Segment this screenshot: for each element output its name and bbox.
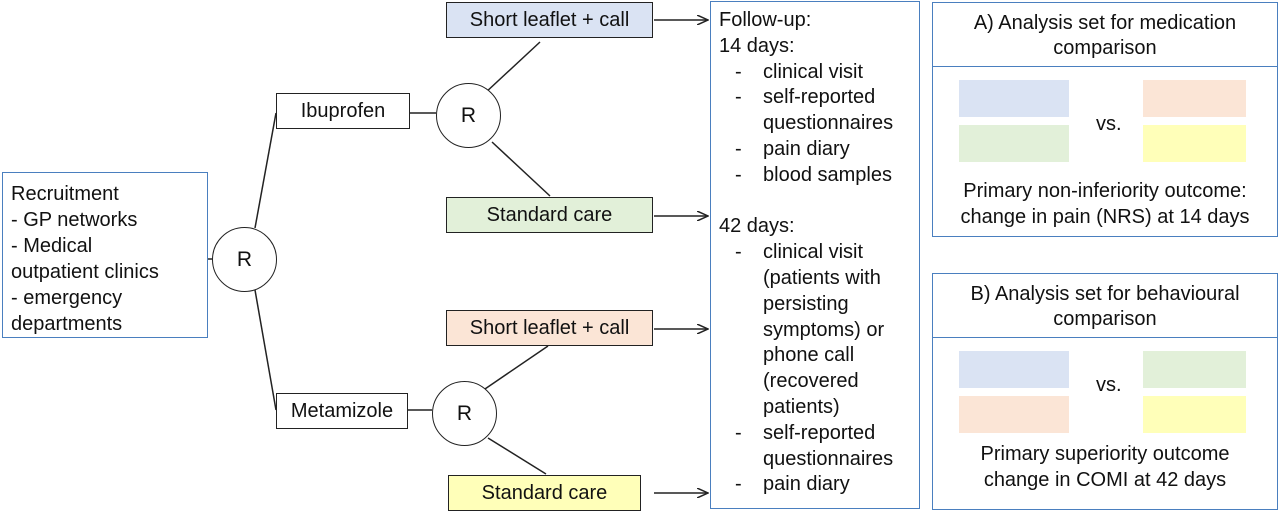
recruitment-line: - Medical [11,235,93,257]
randomization-node-metamizole: R [432,381,497,446]
swatch-ibuprofen-leaflet [959,351,1069,388]
analysis-a-vs: vs. [1096,113,1122,135]
followup-42-day-label: 42 days: [719,215,795,238]
followup-item: - clinical visit (patients with persisti… [735,241,885,418]
followup-title: Follow-up: [719,9,812,31]
line-r1-to-leaflet [483,41,541,95]
arm-metamizole: Metamizole [276,393,408,429]
metamizole-standard-care-box: Standard care [448,475,641,511]
followup-item: -pain diary [735,137,850,160]
recruitment-line: outpatient clinics [11,261,159,283]
line-r2-to-leaflet [481,345,549,392]
arm-ibuprofen: Ibuprofen [276,93,410,129]
followup-item: -clinical visit [735,60,864,83]
randomization-node-ibuprofen: R [436,83,501,148]
followup-item: -blood samples [735,163,892,186]
followup-item: -pain diary [735,473,850,496]
recruitment-title: Recruitment [11,183,119,205]
analysis-a-title: A) Analysis set for medication compariso… [973,12,1237,59]
analysis-b-divider [933,337,1277,338]
randomization-node-main: R [212,227,277,292]
line-r-to-metamizole [254,289,277,411]
swatch-metamizole-leaflet [959,396,1069,433]
analysis-b-outcome: Primary superiority outcome change in CO… [980,443,1230,491]
analysis-a-outcome: Primary non-inferiority outcome: change … [960,180,1250,228]
followup-box: Follow-up: 14 days: -clinical visit -sel… [710,1,920,509]
swatch-ibuprofen-standard [1143,351,1246,388]
recruitment-box: Recruitment - GP networks - Medical outp… [2,172,208,338]
swatch-metamizole-standard [1143,125,1246,162]
metamizole-leaflet-call-box: Short leaflet + call [446,310,653,346]
swatch-metamizole-leaflet [1143,80,1246,117]
swatch-ibuprofen-standard [959,125,1069,162]
recruitment-line: - emergency [11,287,123,309]
followup-14-day-label: 14 days: [719,34,795,57]
analysis-a-divider [933,66,1277,67]
analysis-b-vs: vs. [1096,374,1122,396]
recruitment-line: - GP networks [11,209,138,231]
recruitment-line: departments [11,313,123,335]
ibuprofen-standard-care-box: Standard care [446,197,653,233]
swatch-metamizole-standard [1143,396,1246,433]
line-r-to-ibuprofen [254,112,277,229]
analysis-b-title: B) Analysis set for behavioural comparis… [970,283,1240,330]
ibuprofen-leaflet-call-box: Short leaflet + call [446,2,653,38]
analysis-set-a: A) Analysis set for medication compariso… [932,2,1278,237]
line-r2-to-standard [487,437,547,475]
followup-42-day-list: - clinical visit (patients with persisti… [719,240,911,498]
analysis-set-b: B) Analysis set for behavioural comparis… [932,273,1278,510]
swatch-ibuprofen-leaflet [959,80,1069,117]
line-r1-to-standard [491,141,551,197]
